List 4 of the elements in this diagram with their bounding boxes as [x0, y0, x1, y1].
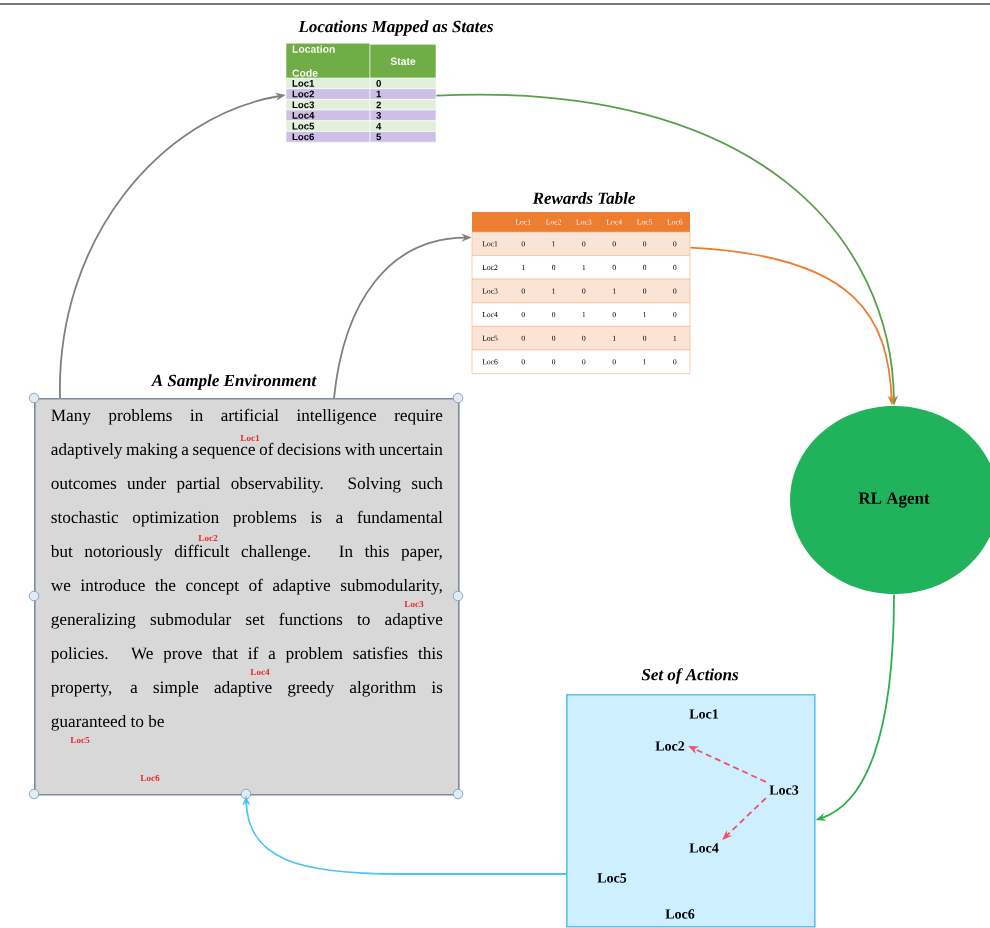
table-title: Locations Mapped as States: [298, 20, 493, 36]
box-title: Set of Actions: [641, 668, 739, 684]
box-title: A Sample Environment: [150, 374, 317, 390]
table-title: Rewards Table: [532, 192, 636, 204]
